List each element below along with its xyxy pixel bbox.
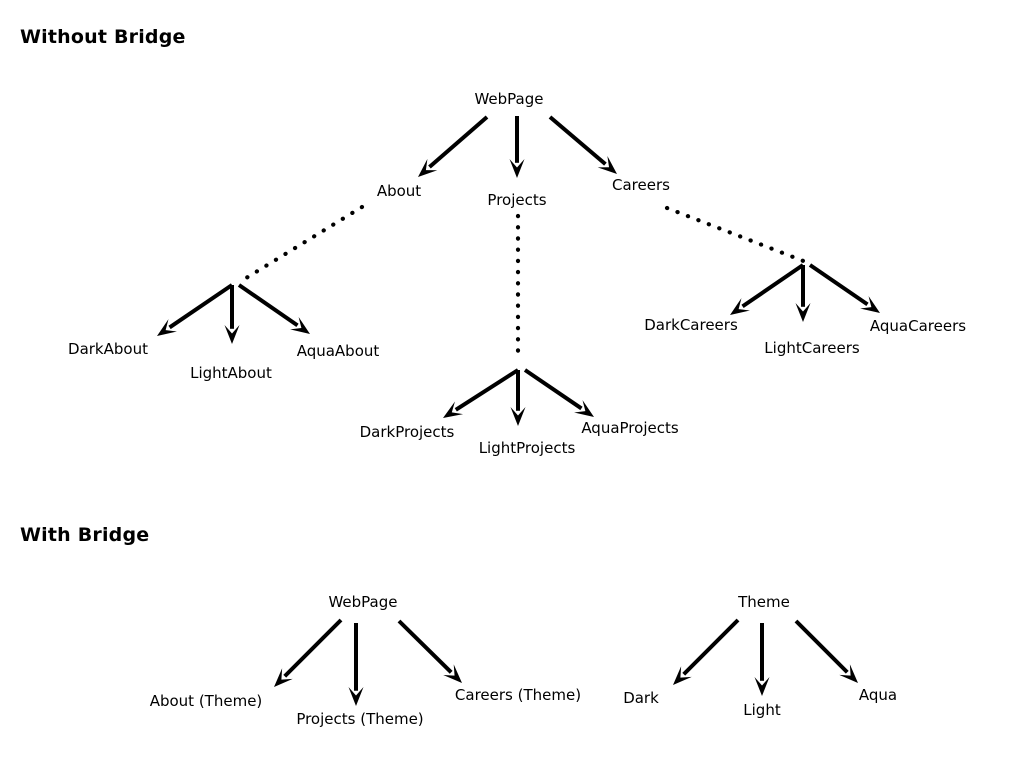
- bridge-node-light: Light: [743, 701, 781, 719]
- bridge-node-dark: Dark: [623, 689, 659, 707]
- bridge-webpage-to-careers-shaft: [397, 619, 453, 674]
- webpage-to-careers-arrow: [548, 115, 617, 174]
- careers-junction-to-dark-arrow: [730, 263, 805, 315]
- careers-junction-to-dark-arrowhead-icon: [730, 298, 750, 315]
- webpage-to-about-arrowhead-icon: [418, 158, 438, 177]
- bridge-webpage-to-about-shaft: [283, 618, 343, 678]
- bridge-webpage-to-about-arrow: [274, 618, 343, 687]
- about-junction-to-light-arrowhead-icon: [224, 325, 240, 344]
- projects-junction-to-dark-shaft: [454, 368, 520, 412]
- careers-junction-to-dark-shaft: [741, 263, 805, 309]
- bridge-node-projects-theme: Projects (Theme): [296, 710, 423, 728]
- projects-junction-to-aqua-arrowhead-icon: [574, 400, 594, 417]
- careers-junction-to-aqua-arrowhead-icon: [860, 296, 880, 313]
- about-junction-to-light-arrow: [224, 285, 240, 344]
- bridge-webpage-to-careers-arrowhead-icon: [443, 664, 462, 683]
- projects-junction-to-light-arrow: [510, 370, 526, 426]
- bridge-theme-to-dark-arrow: [673, 618, 740, 685]
- node-darkabout: DarkAbout: [68, 340, 148, 358]
- bridge-node-careers-theme: Careers (Theme): [455, 686, 581, 704]
- bridge-theme-to-dark-shaft: [682, 618, 740, 676]
- projects-junction-to-aqua-arrow: [523, 368, 594, 417]
- bridge-node-aqua: Aqua: [859, 686, 897, 704]
- node-careers: Careers: [612, 176, 670, 194]
- bridge-theme-to-aqua-shaft: [794, 619, 849, 674]
- webpage-to-careers-shaft: [548, 115, 607, 166]
- bridge-theme-to-light-arrowhead-icon: [754, 677, 770, 696]
- bridge-node-about-theme: About (Theme): [150, 692, 263, 710]
- node-aquaprojects: AquaProjects: [581, 419, 679, 437]
- bridge-theme-to-light-arrow: [754, 623, 770, 696]
- projects-junction-to-aqua-shaft: [523, 368, 583, 411]
- bridge-node-theme-root: Theme: [737, 593, 790, 611]
- node-about: About: [377, 182, 421, 200]
- webpage-to-about-shaft: [428, 115, 489, 169]
- node-projects: Projects: [487, 191, 546, 209]
- about-to-junction-dotted-edge: [235, 204, 365, 286]
- about-junction-to-dark-shaft: [168, 283, 234, 330]
- about-junction-to-aqua-arrow: [237, 283, 310, 334]
- careers-junction-to-light-arrowhead-icon: [795, 303, 811, 322]
- solid-arrow-edges: [157, 115, 880, 706]
- bridge-theme-to-aqua-arrowhead-icon: [839, 664, 858, 683]
- section-title-with-bridge: With Bridge: [20, 524, 149, 546]
- bridge-webpage-to-projects-arrowhead-icon: [348, 687, 364, 706]
- webpage-to-careers-arrowhead-icon: [597, 155, 617, 174]
- webpage-to-projects-arrow: [509, 116, 525, 178]
- node-darkcareers: DarkCareers: [644, 316, 738, 334]
- node-lightprojects: LightProjects: [479, 439, 576, 457]
- careers-junction-to-aqua-arrow: [808, 263, 880, 313]
- webpage-to-projects-arrowhead-icon: [509, 159, 525, 178]
- careers-junction-to-aqua-shaft: [808, 263, 869, 307]
- careers-junction-to-light-arrow: [795, 265, 811, 322]
- bridge-theme-to-aqua-arrow: [794, 619, 858, 683]
- node-lightcareers: LightCareers: [764, 339, 860, 357]
- dotted-edges: [235, 204, 809, 355]
- about-junction-to-dark-arrow: [157, 283, 234, 336]
- bridge-webpage-to-about-arrowhead-icon: [274, 668, 293, 687]
- bridge-webpage-to-careers-arrow: [397, 619, 462, 683]
- node-darkprojects: DarkProjects: [360, 423, 455, 441]
- node-lightabout: LightAbout: [190, 364, 272, 382]
- bridge-webpage-to-projects-arrow: [348, 623, 364, 706]
- section-title-without-bridge: Without Bridge: [20, 26, 186, 48]
- node-aquaabout: AquaAbout: [297, 342, 380, 360]
- projects-junction-to-dark-arrowhead-icon: [443, 401, 464, 418]
- node-labels: WebPageAboutDarkAboutLightAboutAquaAbout…: [68, 90, 966, 728]
- about-junction-to-aqua-arrowhead-icon: [290, 317, 310, 334]
- node-webpage-root: WebPage: [474, 90, 543, 108]
- about-junction-to-dark-arrowhead-icon: [157, 319, 177, 336]
- webpage-to-about-arrow: [418, 115, 489, 177]
- bridge-theme-to-dark-arrowhead-icon: [673, 666, 692, 685]
- about-junction-to-aqua-shaft: [237, 283, 299, 328]
- projects-junction-to-dark-arrow: [443, 368, 520, 418]
- projects-junction-to-light-arrowhead-icon: [510, 407, 526, 426]
- careers-to-junction-dotted-edge: [664, 205, 809, 265]
- bridge-node-webpage-root: WebPage: [328, 593, 397, 611]
- node-aquacareers: AquaCareers: [870, 317, 966, 335]
